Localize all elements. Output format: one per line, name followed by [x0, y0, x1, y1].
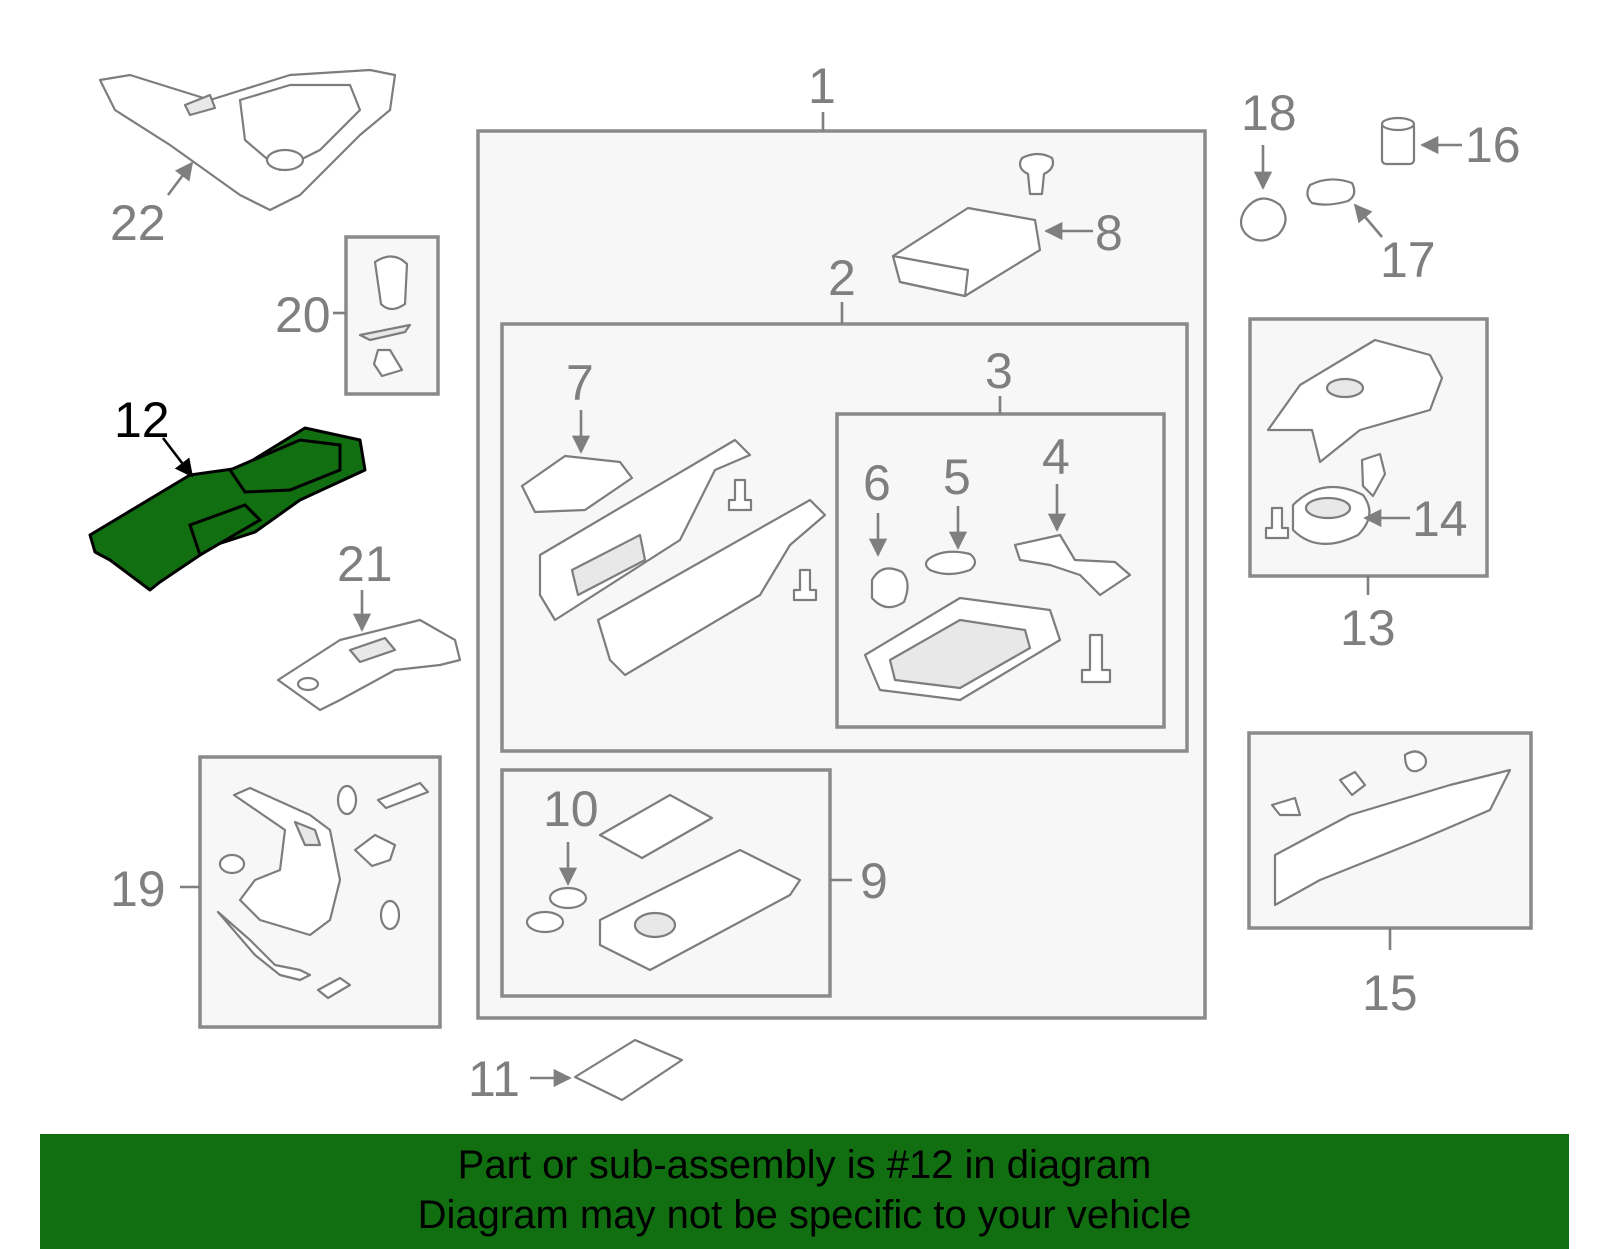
- part-5-grommet[interactable]: [924, 550, 977, 576]
- callout-4[interactable]: 4: [1042, 429, 1070, 485]
- part-21-bracket[interactable]: [276, 618, 462, 712]
- part-12-console-trim-panel[interactable]: [88, 426, 367, 592]
- part-11-label[interactable]: [573, 1038, 684, 1102]
- callout-18[interactable]: 18: [1241, 85, 1297, 141]
- part-14-cup-holder[interactable]: [1264, 485, 1371, 545]
- part-18-clip[interactable]: [1239, 197, 1287, 242]
- part-19-shifter-assembly[interactable]: [216, 781, 430, 1000]
- callout-3[interactable]: 3: [985, 343, 1013, 399]
- callout-1[interactable]: 1: [808, 58, 836, 114]
- callout-6[interactable]: 6: [863, 455, 891, 511]
- callout-19[interactable]: 19: [110, 861, 166, 917]
- part-info-banner: Part or sub-assembly is #12 in diagram D…: [40, 1134, 1569, 1249]
- callout-22[interactable]: 22: [110, 195, 166, 251]
- callout-8[interactable]: 8: [1095, 205, 1123, 261]
- callout-7[interactable]: 7: [566, 355, 594, 411]
- part-17-grommet[interactable]: [1306, 178, 1356, 206]
- callout-17[interactable]: 17: [1380, 232, 1436, 288]
- part-22-console-finish-panel[interactable]: [98, 68, 397, 212]
- part-16-bushing[interactable]: [1380, 116, 1416, 166]
- callout-10[interactable]: 10: [543, 781, 599, 837]
- callout-11[interactable]: 11: [468, 1051, 520, 1107]
- part-6-clip[interactable]: [870, 567, 909, 609]
- part-20-shift-knob[interactable]: [358, 255, 412, 378]
- callout-13[interactable]: 13: [1340, 600, 1396, 656]
- callout-9[interactable]: 9: [860, 853, 888, 909]
- banner-line-1: Part or sub-assembly is #12 in diagram: [457, 1143, 1152, 1187]
- callout-16[interactable]: 16: [1465, 117, 1521, 173]
- callout-5[interactable]: 5: [943, 449, 971, 505]
- part-7-console-panel[interactable]: [520, 438, 827, 677]
- part-3-console-base[interactable]: [863, 533, 1132, 702]
- callout-21[interactable]: 21: [337, 536, 393, 592]
- part-9-tray[interactable]: [525, 793, 802, 972]
- callout-12[interactable]: 12: [114, 392, 170, 448]
- banner-line-2: Diagram may not be specific to your vehi…: [417, 1193, 1192, 1237]
- part-8-armrest-lid[interactable]: [891, 152, 1055, 298]
- callout-20[interactable]: 20: [275, 287, 331, 343]
- callout-14[interactable]: 14: [1412, 491, 1468, 547]
- part-13-armrest[interactable]: [1266, 338, 1444, 498]
- callout-2[interactable]: 2: [828, 250, 856, 306]
- callout-15[interactable]: 15: [1362, 965, 1418, 1021]
- part-15-trim-panel[interactable]: [1270, 750, 1512, 907]
